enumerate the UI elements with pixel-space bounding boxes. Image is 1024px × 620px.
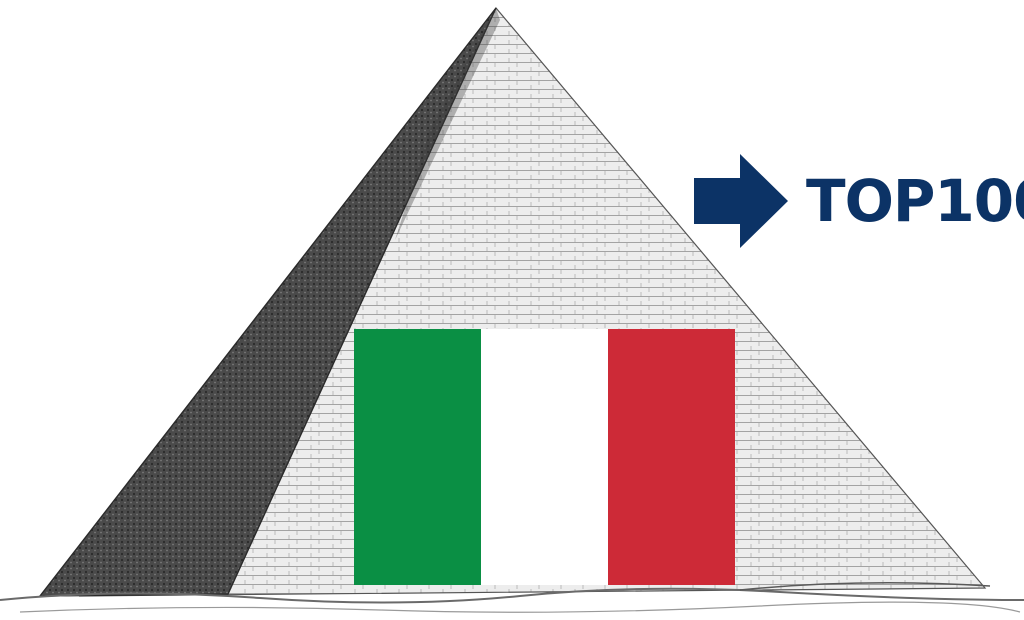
- italy-flag: [354, 329, 735, 585]
- flag-stripe-green: [354, 329, 481, 585]
- top100-label: TOP100: [806, 166, 1024, 236]
- flag-stripe-white: [481, 329, 608, 585]
- flag-stripe-red: [608, 329, 735, 585]
- right-arrow-icon: [694, 154, 788, 248]
